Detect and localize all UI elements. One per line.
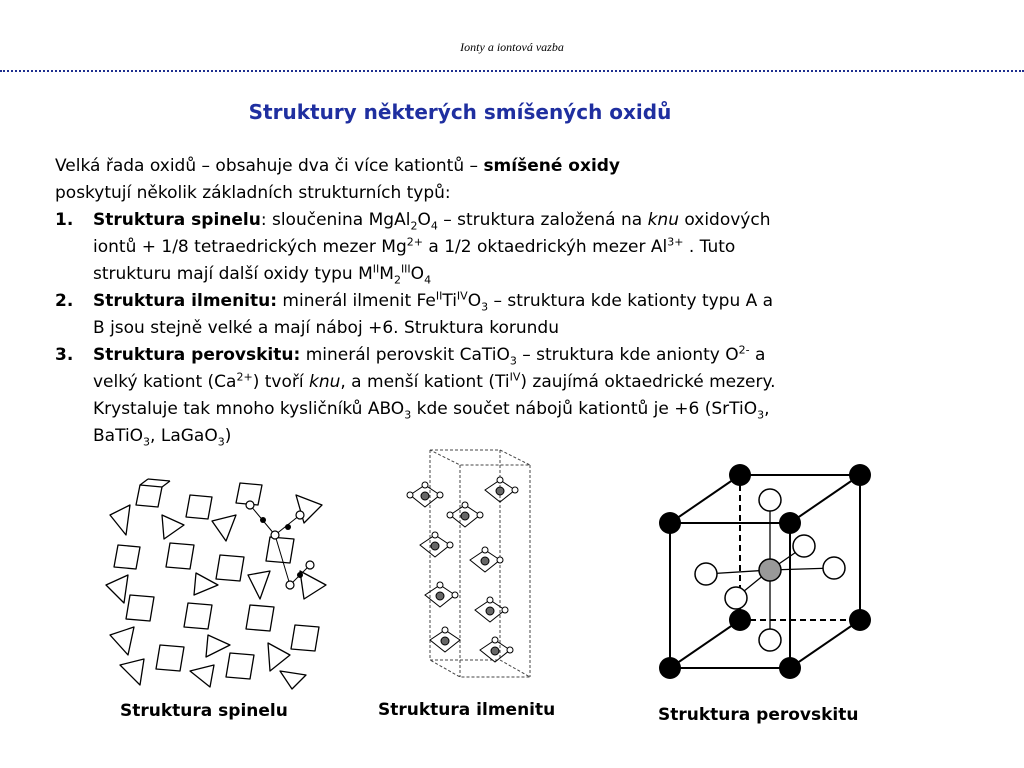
text: ) — [224, 426, 232, 446]
intro-line-1: Velká řada oxidů – obsahuje dva či více … — [55, 153, 970, 180]
subscript: 3 — [509, 354, 517, 368]
subscript: 3 — [143, 435, 151, 449]
text: a — [749, 345, 766, 365]
text: . Tuto — [683, 237, 736, 257]
text: , LaGaO — [150, 426, 218, 446]
intro-line-2: poskytují několik základních strukturníc… — [55, 183, 451, 203]
text: kde součet nábojů kationtů je +6 (SrTiO — [411, 399, 758, 419]
italic-text: knu — [308, 372, 341, 392]
text: strukturu mají další oxidy typu M — [93, 264, 373, 284]
superscript: 3+ — [667, 235, 684, 249]
subscript: 2 — [410, 219, 418, 233]
list-number: 3. — [55, 345, 74, 365]
spinel-line-2: iontů + 1/8 tetraedrických mezer Mg2+ a … — [93, 234, 970, 261]
text: a 1/2 oktaedrickýh mezer Al — [422, 237, 668, 257]
header-dotted-rule — [0, 70, 1024, 72]
subscript: 2 — [393, 273, 401, 287]
perovskite-caption: Struktura perovskitu — [658, 705, 859, 725]
item-label: Struktura spinelu — [93, 210, 261, 230]
text: BaTiO — [93, 426, 144, 446]
text: : sloučenina MgAl — [260, 210, 411, 230]
superscript: 2+ — [236, 370, 253, 384]
spinel-line-3: strukturu mají další oxidy typu MIIM2III… — [93, 261, 970, 288]
text: , — [764, 399, 770, 419]
text: – struktura kde kationty typu A a — [488, 291, 774, 311]
text: – struktura kde anionty O — [516, 345, 739, 365]
ilmenite-line-1: Struktura ilmenitu: minerál ilmenit FeII… — [93, 288, 970, 315]
text: O — [417, 210, 431, 230]
slide-body: Velká řada oxidů – obsahuje dva či více … — [55, 153, 970, 450]
text: M — [379, 264, 394, 284]
text: iontů + 1/8 tetraedrických mezer Mg — [93, 237, 407, 257]
slide-title: Struktury některých smíšených oxidů — [248, 100, 672, 124]
ilmenite-line-2: B jsou stejně velké a mají náboj +6. Str… — [93, 318, 559, 338]
list-item-spinel: 1. Struktura spinelu: sloučenina MgAl2O4… — [55, 207, 970, 288]
text: O — [467, 291, 482, 311]
list-number: 1. — [55, 210, 74, 230]
text: ) zaujímá oktaedrické mezery. — [520, 372, 776, 392]
superscript: II — [435, 289, 443, 303]
perovskite-line-1: Struktura perovskitu: minerál perovskit … — [93, 342, 970, 369]
subscript: 3 — [481, 300, 489, 314]
italic-text: knu — [647, 210, 679, 230]
text: oxidových — [678, 210, 771, 230]
ilmenite-structure-illustration — [406, 449, 532, 678]
perovskite-line-2: velký kationt (Ca2+) tvoří knu, a menší … — [93, 369, 970, 396]
subscript: 3 — [404, 408, 412, 422]
superscript: II — [372, 262, 380, 276]
subscript: 4 — [424, 273, 432, 287]
text: – struktura založená na — [437, 210, 648, 230]
perovskite-line-4: BaTiO3, LaGaO3) — [93, 423, 970, 450]
item-label: Struktura perovskitu: — [93, 345, 301, 365]
text: minerál perovskit CaTiO — [300, 345, 510, 365]
superscript: IV — [456, 289, 468, 303]
text: minerál ilmenit Fe — [277, 291, 436, 311]
text: velký kationt (Ca — [93, 372, 237, 392]
subscript: 3 — [217, 435, 225, 449]
list-item-perovskite: 3. Struktura perovskitu: minerál perovsk… — [55, 342, 970, 450]
superscript: 2+ — [406, 235, 423, 249]
superscript: IV — [509, 370, 521, 384]
subscript: 3 — [757, 408, 765, 422]
spinel-caption: Struktura spinelu — [120, 701, 288, 721]
superscript: III — [400, 262, 411, 276]
subscript: 4 — [430, 219, 438, 233]
text: , a menší kationt (Ti — [340, 372, 510, 392]
text: Krystaluje tak mnoho kysličníků ABO — [93, 399, 405, 419]
list-item-ilmenite: 2. Struktura ilmenitu: minerál ilmenit F… — [55, 288, 970, 342]
perovskite-line-3: Krystaluje tak mnoho kysličníků ABO3 kde… — [93, 396, 970, 423]
item-label: Struktura ilmenitu: — [93, 291, 278, 311]
ilmenite-caption: Struktura ilmenitu — [378, 700, 556, 720]
spinel-line-1: Struktura spinelu: sloučenina MgAl2O4 – … — [93, 207, 970, 234]
superscript: 2- — [738, 343, 750, 357]
text: O — [410, 264, 425, 284]
spinel-structure-illustration — [105, 478, 327, 690]
perovskite-structure-illustration — [659, 464, 871, 679]
intro-text: Velká řada oxidů – obsahuje dva či více … — [55, 156, 479, 176]
text: Ti — [442, 291, 457, 311]
running-header: Ionty a iontová vazba — [460, 40, 564, 54]
list-number: 2. — [55, 291, 74, 311]
text: ) tvoří — [252, 372, 309, 392]
intro-emphasis: smíšené oxidy — [483, 156, 621, 176]
